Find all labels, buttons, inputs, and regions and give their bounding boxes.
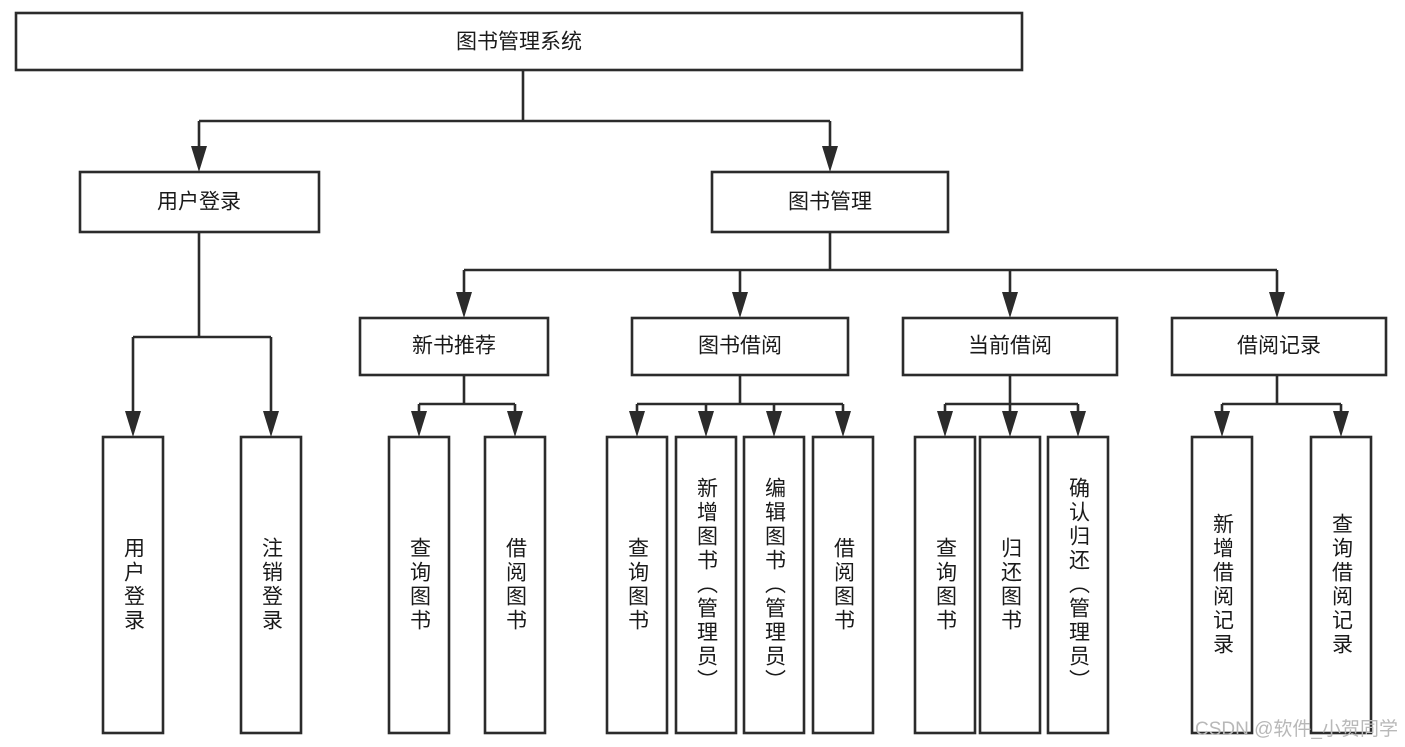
arrow-to-leaf-add-book — [698, 411, 714, 437]
leaf-user-login-box[interactable] — [101, 435, 165, 735]
leaf-add-record-label: 新增借阅记录 — [1211, 513, 1235, 657]
arrow-to-leaf-return-book — [1002, 411, 1018, 437]
leaf-user-logout-label: 注销登录 — [260, 537, 284, 633]
leaf-return-book[interactable]: 归还图书 — [978, 435, 1042, 735]
node-book-manage-label: 图书管理 — [788, 191, 872, 214]
leaf-confirm-return-box[interactable] — [1046, 435, 1110, 735]
leaf-query-book-2-box[interactable] — [605, 435, 669, 735]
arrow-to-new-book-rec — [456, 292, 472, 318]
arrow-to-user-login — [191, 146, 207, 172]
node-book-manage[interactable]: 图书管理 — [710, 170, 950, 234]
leaf-add-book-box[interactable] — [674, 435, 738, 735]
leaf-add-book[interactable]: 新增图书（管理员） — [674, 435, 738, 735]
leaf-query-book-3[interactable]: 查询图书 — [913, 435, 977, 735]
node-user-login-label: 用户登录 — [157, 191, 241, 214]
connector-layer — [125, 70, 1349, 437]
leaf-user-login[interactable]: 用户登录 — [101, 435, 165, 735]
arrow-to-leaf-borrow-book-2 — [835, 411, 851, 437]
leaf-borrow-book-2[interactable]: 借阅图书 — [811, 435, 875, 735]
watermark: CSDN @软件_小贺同学 — [1195, 718, 1398, 740]
node-new-book-rec-label: 新书推荐 — [412, 335, 496, 358]
leaf-user-login-label: 用户登录 — [122, 537, 146, 633]
arrow-to-leaf-query-book-2 — [629, 411, 645, 437]
node-root[interactable]: 图书管理系统 — [14, 11, 1024, 72]
leaf-query-record[interactable]: 查询借阅记录 — [1309, 435, 1373, 735]
arrow-to-leaf-query-record — [1333, 411, 1349, 437]
arrow-to-leaf-query-book-1 — [411, 411, 427, 437]
node-borrow-record[interactable]: 借阅记录 — [1170, 316, 1388, 377]
node-book-borrow[interactable]: 图书借阅 — [630, 316, 850, 377]
node-borrow-record-box[interactable] — [1170, 316, 1388, 377]
leaf-user-logout-box[interactable] — [239, 435, 303, 735]
node-book-manage-box[interactable] — [710, 170, 950, 234]
node-book-borrow-box[interactable] — [630, 316, 850, 377]
arrow-to-leaf-confirm-return — [1070, 411, 1086, 437]
leaf-borrow-book-1-box[interactable] — [483, 435, 547, 735]
node-current-borrow-box[interactable] — [901, 316, 1119, 377]
leaf-borrow-book-1[interactable]: 借阅图书 — [483, 435, 547, 735]
leaf-return-book-box[interactable] — [978, 435, 1042, 735]
node-root-label: 图书管理系统 — [456, 31, 582, 54]
leaf-query-book-1-label: 查询图书 — [408, 537, 432, 633]
leaf-add-book-label: 新增图书（管理员） — [695, 477, 719, 693]
leaf-add-record-box[interactable] — [1190, 435, 1254, 735]
leaf-query-book-1[interactable]: 查询图书 — [387, 435, 451, 735]
leaf-user-logout[interactable]: 注销登录 — [239, 435, 303, 735]
node-current-borrow[interactable]: 当前借阅 — [901, 316, 1119, 377]
node-current-borrow-label: 当前借阅 — [968, 335, 1052, 358]
leaf-borrow-book-2-label: 借阅图书 — [832, 537, 856, 633]
arrow-to-leaf-query-book-3 — [937, 411, 953, 437]
arrow-to-leaf-borrow-book-1 — [507, 411, 523, 437]
leaf-query-book-2[interactable]: 查询图书 — [605, 435, 669, 735]
leaf-borrow-book-1-label: 借阅图书 — [504, 537, 528, 633]
node-book-borrow-label: 图书借阅 — [698, 335, 782, 358]
leaf-edit-book-label: 编辑图书（管理员） — [763, 477, 787, 693]
arrow-to-leaf-add-record — [1214, 411, 1230, 437]
arrow-to-borrow-record — [1269, 292, 1285, 318]
leaf-query-record-label: 查询借阅记录 — [1330, 513, 1354, 657]
arrow-to-book-borrow — [732, 292, 748, 318]
arrow-to-leaf-edit-book — [766, 411, 782, 437]
leaf-return-book-label: 归还图书 — [999, 537, 1023, 633]
leaf-query-book-1-box[interactable] — [387, 435, 451, 735]
node-new-book-rec-box[interactable] — [358, 316, 550, 377]
arrow-to-book-manage — [822, 146, 838, 172]
leaf-edit-book-box[interactable] — [742, 435, 806, 735]
leaf-query-book-2-label: 查询图书 — [626, 537, 650, 633]
node-new-book-rec[interactable]: 新书推荐 — [358, 316, 550, 377]
node-root-box[interactable] — [14, 11, 1024, 72]
leaf-query-book-3-label: 查询图书 — [934, 537, 958, 633]
leaf-edit-book[interactable]: 编辑图书（管理员） — [742, 435, 806, 735]
arrow-to-leaf-user-logout — [263, 411, 279, 437]
node-user-login[interactable]: 用户登录 — [78, 170, 321, 234]
leaf-add-record[interactable]: 新增借阅记录 — [1190, 435, 1254, 735]
leaf-query-book-3-box[interactable] — [913, 435, 977, 735]
leaf-borrow-book-2-box[interactable] — [811, 435, 875, 735]
node-user-login-box[interactable] — [78, 170, 321, 234]
leaf-confirm-return-label: 确认归还（管理员） — [1067, 477, 1091, 693]
leaf-query-record-box[interactable] — [1309, 435, 1373, 735]
node-borrow-record-label: 借阅记录 — [1237, 335, 1321, 358]
leaf-confirm-return[interactable]: 确认归还（管理员） — [1046, 435, 1110, 735]
arrow-to-leaf-user-login — [125, 411, 141, 437]
arrow-to-current-borrow — [1002, 292, 1018, 318]
